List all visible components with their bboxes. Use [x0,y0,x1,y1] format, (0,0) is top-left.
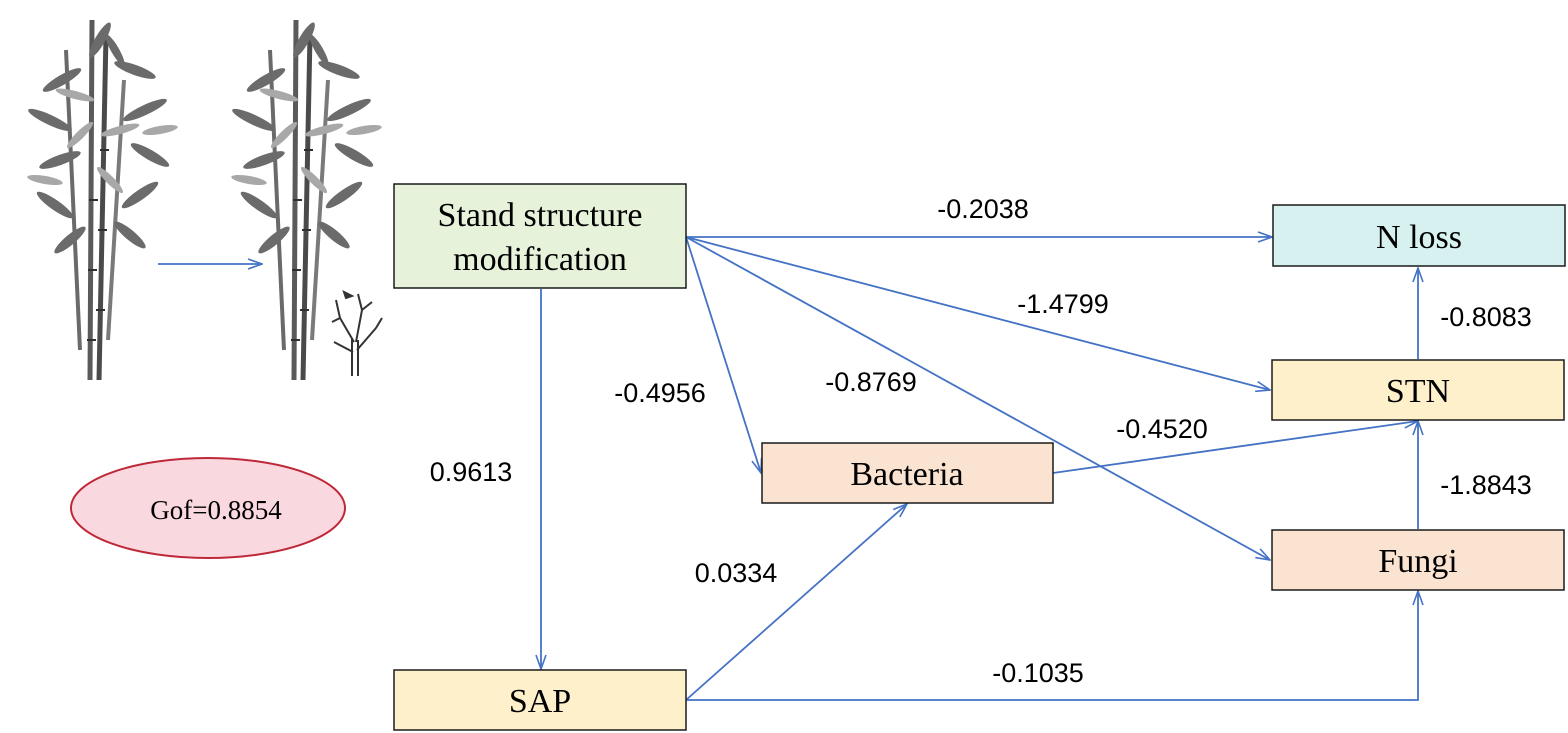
node-n-loss-label: N loss [1376,219,1462,256]
node-fungi-label: Fungi [1378,543,1457,580]
arrow-stand-to-stn [685,236,1270,390]
arrow-stand-to-bacteria [685,236,761,473]
node-stand-line2: modification [453,241,627,278]
gof-label: Gof=0.8854 [150,495,282,525]
node-fungi: Fungi [1271,529,1565,591]
coef-stn-nloss: -0.8083 [1440,302,1532,332]
node-sap-label: SAP [509,683,571,720]
cut-stump-icon [331,290,383,376]
node-bacteria: Bacteria [761,442,1054,504]
path-arrows [541,236,1418,701]
node-stand-line1: Stand structure [438,197,643,234]
coef-fungi-stn: -1.8843 [1440,470,1532,500]
coef-stand-fungi: -0.8769 [825,367,917,397]
gof-ellipse [70,457,346,559]
arrow-sap-to-bacteria [685,504,907,701]
coef-bacteria-stn: -0.4520 [1116,414,1208,444]
bamboo-grove-icon [26,20,178,380]
node-stn: STN [1271,359,1565,421]
coef-sap-bacteria: 0.0334 [695,558,778,588]
node-stand-structure: Stand structure modification [393,183,687,289]
arrow-bacteria-to-stn [1052,421,1418,474]
gof-badge: Gof=0.8854 [70,457,346,559]
coef-stand-sap: 0.9613 [430,457,513,487]
node-n-loss: N loss [1272,204,1566,267]
coef-stand-bacteria: -0.4956 [614,378,706,408]
node-bacteria-label: Bacteria [850,456,963,493]
node-stn-label: STN [1386,373,1450,410]
path-coefficients: -0.2038 -1.4799 -0.8769 -0.4956 0.9613 -… [430,194,1532,688]
arrow-sap-to-fungi [686,591,1418,701]
bamboo-with-cut-stump-icon [230,20,382,380]
arrow-stand-to-fungi [685,236,1270,560]
coef-stand-stn: -1.4799 [1017,289,1109,319]
coef-sap-fungi: -0.1035 [992,658,1084,688]
coef-stand-nloss: -0.2038 [937,194,1029,224]
node-sap: SAP [393,669,687,731]
